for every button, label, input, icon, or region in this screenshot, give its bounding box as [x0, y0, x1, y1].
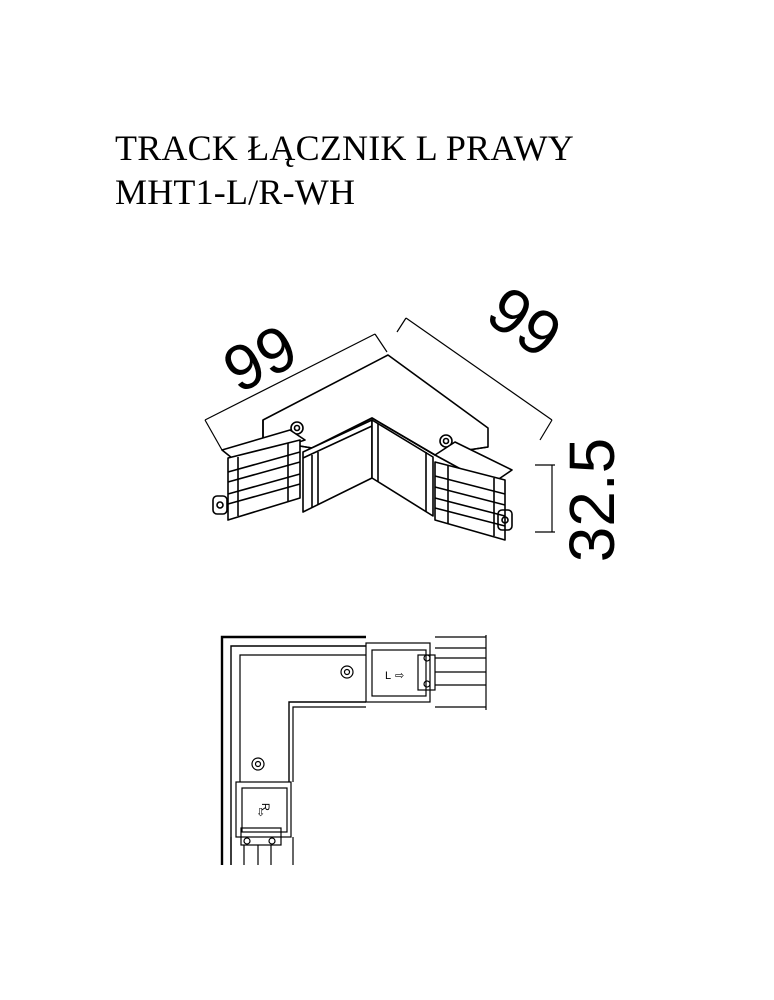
height-label: 32.5 [556, 438, 628, 563]
down-arrow-symbol: ⇩ [256, 807, 265, 819]
right-length-label: 99 [475, 272, 575, 372]
top-view-right-rail [340, 635, 487, 710]
top-view-bottom-rail [221, 757, 294, 865]
product-title: TRACK ŁĄCZNIK L PRAWY MHT1-L/R-WH [115, 126, 574, 214]
title-line-1: TRACK ŁĄCZNIK L PRAWY [115, 128, 574, 168]
connector-housing [302, 419, 434, 517]
left-length-label: 99 [212, 310, 308, 406]
right-marker-label: R [259, 803, 271, 811]
title-line-2: MHT1-L/R-WH [115, 172, 356, 212]
isometric-view [204, 317, 555, 541]
top-view [220, 635, 487, 865]
right-track-end [434, 441, 513, 541]
left-marker-label: L [385, 670, 391, 682]
top-view-outline [220, 635, 366, 865]
left-track-end [212, 429, 306, 521]
dimension-lines [204, 317, 555, 533]
right-arrow-symbol: ⇨ [395, 670, 404, 682]
